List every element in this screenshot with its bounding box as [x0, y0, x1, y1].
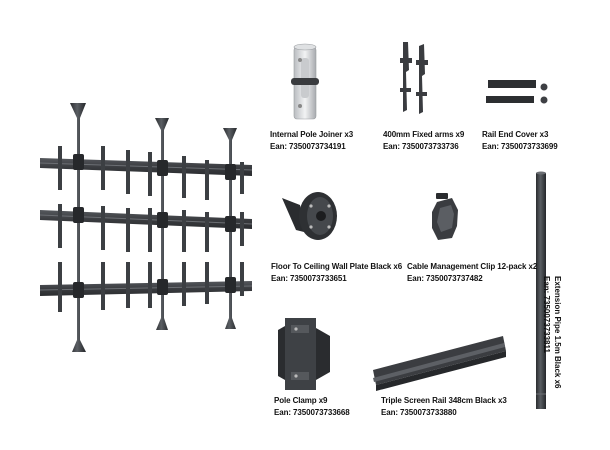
part-caption: Cable Management Clip 12-pack x2 Ean: 73…: [407, 261, 537, 285]
cable-clip-image: [432, 193, 458, 240]
part-caption: 400mm Fixed arms x9 Ean: 7350073733736: [383, 129, 464, 153]
wall-plate-image: [282, 192, 337, 240]
part-ean: Ean: 7350073733668: [274, 408, 350, 417]
part-name: 400mm Fixed arms x9: [383, 130, 465, 139]
part-ean: Ean: 7350073734191: [270, 142, 346, 151]
part-ean: Ean: 7350073733651: [271, 274, 347, 283]
rail-end-cover-image: [486, 80, 548, 104]
part-name: Pole Clamp x9: [274, 396, 328, 405]
part-caption: Rail End Cover x3 Ean: 7350073733699: [482, 129, 558, 153]
part-ean: Ean: 7350073737482: [407, 274, 483, 283]
video-wall-frame: [39, 103, 253, 352]
part-caption-vertical: Extension Pipe 1.5m Black x6 Ean: 735007…: [541, 276, 563, 389]
part-name: Internal Pole Joiner x3: [270, 130, 354, 139]
screen-rail-image: [373, 336, 506, 391]
frame-arms: [58, 146, 244, 312]
part-name: Extension Pipe 1.5m Black x6: [553, 276, 562, 389]
part-caption: Floor To Ceiling Wall Plate Black x6 Ean…: [271, 261, 402, 285]
part-caption: Pole Clamp x9 Ean: 7350073733668: [274, 395, 350, 419]
frame-rails: [39, 158, 253, 296]
part-ean: Ean: 7350073733699: [482, 142, 558, 151]
fixed-arms-image: [400, 42, 428, 114]
part-name: Rail End Cover x3: [482, 130, 549, 139]
part-ean: Ean: 7350073733736: [383, 142, 459, 151]
internal-pole-joiner-image: [291, 43, 319, 120]
part-caption: Triple Screen Rail 348cm Black x3 Ean: 7…: [381, 395, 507, 419]
frame-pole: [70, 103, 86, 352]
frame-clamps: [73, 154, 236, 298]
part-ean: Ean: 7350073733811: [542, 276, 551, 353]
extension-pipe-image: [536, 171, 546, 409]
part-caption: Internal Pole Joiner x3 Ean: 73500737341…: [270, 129, 353, 153]
part-name: Cable Management Clip 12-pack x2: [407, 262, 538, 271]
part-name: Floor To Ceiling Wall Plate Black x6: [271, 262, 403, 271]
pole-clamp-image: [278, 318, 330, 390]
part-name: Triple Screen Rail 348cm Black x3: [381, 396, 507, 405]
part-ean: Ean: 7350073733880: [381, 408, 457, 417]
